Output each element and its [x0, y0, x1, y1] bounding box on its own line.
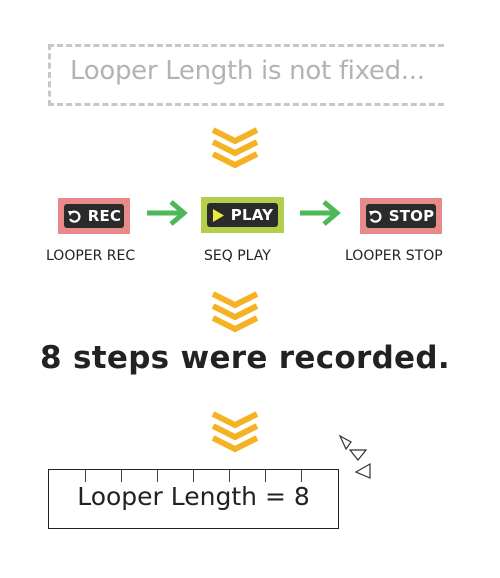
seq-play-label: SEQ PLAY — [204, 248, 271, 264]
looper-stop-label: LOOPER STOP — [345, 248, 443, 264]
rec-button: REC — [58, 198, 130, 234]
headline: 8 steps were recorded. — [40, 340, 450, 376]
undo-icon — [368, 209, 383, 224]
play-button-label: PLAY — [230, 206, 274, 224]
step-tick — [229, 470, 230, 482]
rec-button-label: REC — [87, 207, 122, 225]
chevron-down-icon — [211, 291, 259, 333]
step-tick — [121, 470, 122, 482]
step-tick — [193, 470, 194, 482]
step-tick — [265, 470, 266, 482]
step-tick — [301, 470, 302, 482]
top-note: Looper Length is not fixed... — [70, 56, 425, 86]
looper-rec-label: LOOPER REC — [46, 248, 136, 264]
step-tick — [157, 470, 158, 482]
arrow-right-icon — [147, 200, 188, 226]
chevron-down-icon — [211, 411, 259, 453]
step-tick — [85, 470, 86, 482]
play-button: PLAY — [201, 197, 284, 233]
dashed-note-box — [48, 44, 444, 106]
stop-button-label: STOP — [388, 207, 435, 225]
looper-length-text: Looper Length = 8 — [77, 482, 310, 511]
looper-length-box: Looper Length = 8 — [48, 469, 339, 529]
undo-icon — [67, 209, 82, 224]
stop-button: STOP — [360, 198, 442, 234]
chevron-down-icon — [211, 127, 259, 169]
arrow-right-icon — [300, 200, 341, 226]
play-icon — [212, 208, 225, 223]
burst-icon — [338, 434, 371, 479]
